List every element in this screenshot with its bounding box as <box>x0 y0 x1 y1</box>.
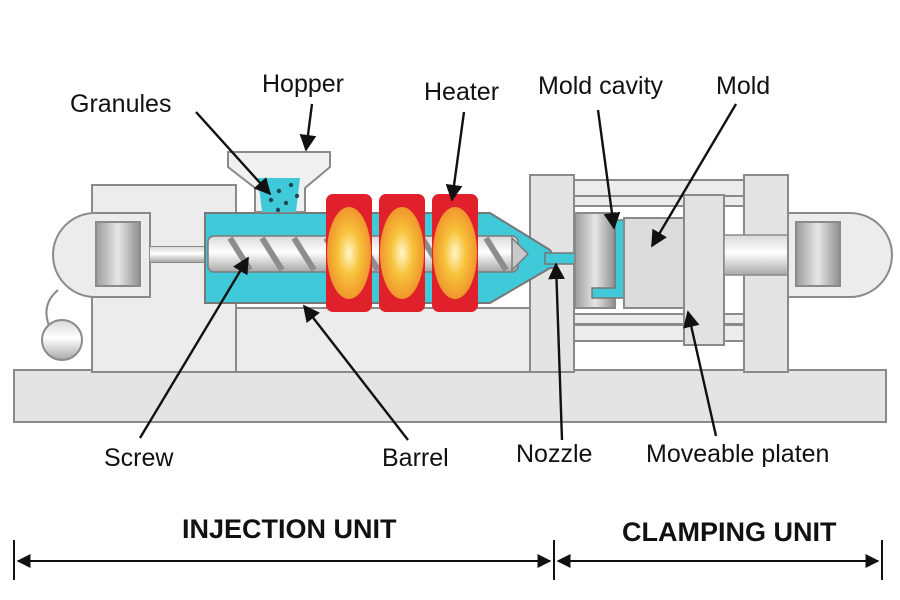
injection-unit-dimension <box>13 540 555 580</box>
label-screw: Screw <box>104 444 174 472</box>
tie-rods <box>573 195 745 325</box>
mold <box>574 212 685 309</box>
moveable-platen <box>683 194 800 346</box>
label-mold-cavity: Mold cavity <box>538 72 664 100</box>
clamping-cylinder <box>787 212 893 298</box>
label-nozzle: Nozzle <box>516 440 592 468</box>
label-hopper: Hopper <box>262 70 344 98</box>
injection-cylinder <box>52 212 208 298</box>
label-moveable-platen: Moveable platen <box>646 440 829 468</box>
label-granules: Granules <box>70 90 171 118</box>
label-mold: Mold <box>716 72 770 100</box>
label-heater: Heater <box>424 78 499 106</box>
heater-bands <box>326 194 478 312</box>
label-arrows <box>138 103 738 441</box>
label-barrel: Barrel <box>382 444 449 472</box>
clamping-unit-dimension <box>556 540 883 580</box>
ball-weight <box>41 289 83 361</box>
label-injection-unit: INJECTION UNIT <box>182 514 397 544</box>
hopper <box>227 151 331 213</box>
label-clamping-unit: CLAMPING UNIT <box>622 517 837 547</box>
